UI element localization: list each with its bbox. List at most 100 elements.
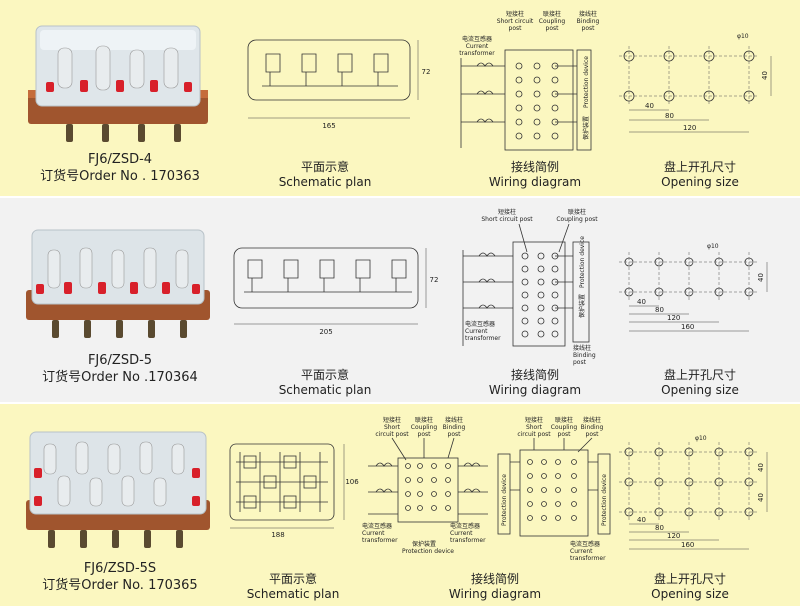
wiring-diagram-caption: 接线简例 Wiring diagram <box>420 572 570 602</box>
ct-en1: Current <box>570 548 593 555</box>
wiring-diagram-cn: 接线简例 <box>510 368 559 382</box>
short-post-cn: 短接柱 <box>498 208 516 216</box>
binding-post-en1: Binding <box>577 18 600 25</box>
ct-cn: 电流互感器 <box>465 320 495 328</box>
protection-cn: 保护装置 <box>412 540 436 548</box>
dim-80: 80 <box>665 112 674 120</box>
product-photo-fj6-zsd-5 <box>26 229 210 338</box>
schematic-plan-cn: 平面示意 <box>268 572 317 586</box>
hole-diameter: φ10 <box>695 435 707 442</box>
coupling-post-en: Coupling post <box>556 216 598 223</box>
opening-size-en: Opening size <box>661 175 739 189</box>
dim-40-vertical-upper: 40 <box>757 463 765 472</box>
binding-post-en1: Binding <box>581 424 604 431</box>
coupling-post-cn: 联接柱 <box>555 416 573 424</box>
protection-cn: 保护装置 <box>578 294 586 318</box>
schematic-plan-cn: 平面示意 <box>300 160 349 174</box>
binding-post-en2: post <box>586 431 600 438</box>
binding-post-cn: 接线柱 <box>579 10 597 18</box>
coupling-post-en1: Coupling <box>411 424 438 431</box>
dim-80: 80 <box>655 306 664 314</box>
schematic-plan-en: Schematic plan <box>278 175 372 189</box>
ct-en1: Current <box>465 328 488 335</box>
opening-size-cn: 盘上开孔尺寸 <box>663 368 736 382</box>
opening-size-drawing: φ10 40 40 80 120 160 <box>619 243 768 332</box>
dim-120: 120 <box>683 124 696 132</box>
short-post-en1: Short <box>384 424 401 431</box>
ct-en2: transformer <box>570 555 606 562</box>
ct-en2: transformer <box>459 50 495 57</box>
dim-160: 160 <box>681 541 694 549</box>
protection-en: Protection device <box>402 548 454 555</box>
wiring-diagram-en: Wiring diagram <box>488 175 582 189</box>
coupling-post-en2: post <box>558 431 572 438</box>
protection-en: Protection device <box>583 56 590 108</box>
model-block-3: FJ6/ZSD-5S 订货号Order No. 170365 <box>30 560 210 594</box>
dim-160: 160 <box>681 323 694 331</box>
coupling-post-cn: 联接柱 <box>568 208 586 216</box>
coupling-post-en2: post <box>546 25 560 32</box>
dim-40-vertical: 40 <box>757 273 765 282</box>
wiring-diagram-cn: 接线简例 <box>510 160 559 174</box>
dim-40-vertical: 40 <box>761 71 769 80</box>
plan-width-dim: 165 <box>322 122 335 130</box>
opening-size-caption: 盘上开孔尺寸 Opening size <box>625 368 775 398</box>
short-post-cn: 短接柱 <box>383 416 401 424</box>
schematic-plan-drawing: 205 72 <box>233 247 439 336</box>
model-block-1: FJ6/ZSD-4 订货号Order No . 170363 <box>30 151 210 185</box>
binding-post-en2: post <box>582 25 596 32</box>
plan-width-dim: 188 <box>271 531 284 539</box>
binding-post-en2: post <box>573 359 587 366</box>
short-post-cn: 短接柱 <box>525 416 543 424</box>
protection-en-left: Protection device <box>501 474 508 526</box>
model-block-2: FJ6/ZSD-5 订货号Order No .170364 <box>30 352 210 386</box>
ct-en1-left: Current <box>362 530 385 537</box>
short-post-en1: Short circuit <box>497 18 534 25</box>
short-post-en2: circuit post <box>375 431 409 438</box>
opening-size-cn: 盘上开孔尺寸 <box>653 572 726 586</box>
dim-40-horizontal: 40 <box>637 516 646 524</box>
model-name: FJ6/ZSD-4 <box>87 152 153 167</box>
plan-height-dim: 72 <box>422 68 431 76</box>
coupling-post-en1: Coupling <box>539 18 566 25</box>
binding-post-cn: 接线柱 <box>583 416 601 424</box>
ct-en2: transformer <box>465 335 501 342</box>
short-post-cn: 短接柱 <box>506 10 524 18</box>
wiring-diagram-caption: 接线简例 Wiring diagram <box>460 368 610 398</box>
dim-40-horizontal: 40 <box>645 102 654 110</box>
order-number: 订货号Order No. 170365 <box>42 578 198 593</box>
hole-diameter: φ10 <box>707 243 719 250</box>
ct-en2-right: transformer <box>450 537 486 544</box>
short-post-en2: circuit post <box>517 431 551 438</box>
model-name: FJ6/ZSD-5S <box>83 561 157 576</box>
schematic-plan-en: Schematic plan <box>278 383 372 397</box>
ct-cn: 电流互感器 <box>570 540 600 548</box>
binding-post-cn: 接线柱 <box>445 416 463 424</box>
schematic-plan-drawing: 165 72 <box>247 39 431 130</box>
plan-height-dim: 106 <box>345 478 359 486</box>
schematic-plan-cn: 平面示意 <box>300 368 349 382</box>
short-post-en2: post <box>509 25 523 32</box>
product-photo-fj6-zsd-4 <box>28 25 208 142</box>
binding-post-en2: post <box>448 431 462 438</box>
ct-cn-right: 电流互感器 <box>450 522 480 530</box>
hole-diameter: φ10 <box>737 33 749 40</box>
schematic-plan-drawing: 188 106 <box>229 443 359 539</box>
opening-size-caption: 盘上开孔尺寸 Opening size <box>615 572 765 602</box>
opening-size-en: Opening size <box>661 383 739 397</box>
model-name: FJ6/ZSD-5 <box>87 353 153 368</box>
dim-80: 80 <box>655 524 664 532</box>
ct-cn-left: 电流互感器 <box>362 522 392 530</box>
schematic-plan-en: Schematic plan <box>246 587 340 601</box>
ct-en1: Current <box>466 43 489 50</box>
wiring-diagram-en: Wiring diagram <box>488 383 582 397</box>
wiring-diagram-drawing-right: 短接柱 Short circuit post 联接柱 Coupling post… <box>497 416 611 562</box>
protection-en: Protection device <box>579 236 586 288</box>
coupling-post-cn: 联接柱 <box>415 416 433 424</box>
binding-post-en1: Binding <box>443 424 466 431</box>
opening-size-caption: 盘上开孔尺寸 Opening size <box>625 160 775 190</box>
short-post-en: Short circuit post <box>481 216 533 223</box>
plan-height-dim: 72 <box>430 276 439 284</box>
wiring-diagram-cn: 接线简例 <box>470 572 519 586</box>
wiring-diagram-drawing: 短接柱 Short circuit post 联接柱 Coupling post… <box>462 208 598 366</box>
